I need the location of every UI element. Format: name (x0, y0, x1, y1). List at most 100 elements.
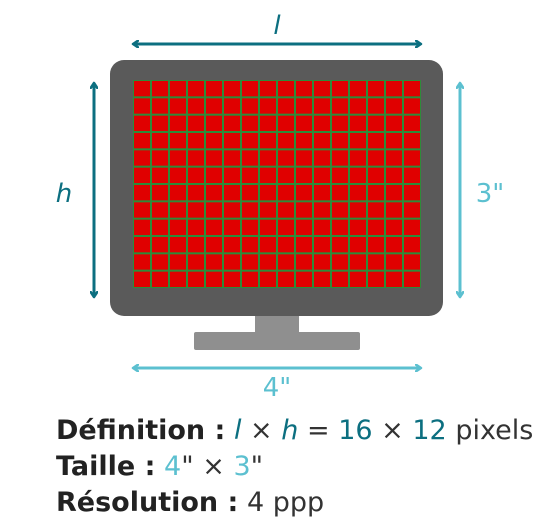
pixel-cell (278, 115, 294, 131)
pixel-cell (350, 271, 366, 287)
definition-line: Définition : l × h = 16 × 12 pixels (56, 414, 536, 448)
pixel-cell (368, 115, 384, 131)
pixel-cell (278, 185, 294, 201)
pixel-cell (152, 167, 168, 183)
pixel-cell (332, 81, 348, 97)
pixel-cell (188, 150, 204, 166)
pixel-cell (314, 167, 330, 183)
pixel-cell (278, 81, 294, 97)
size-label: Taille : (56, 451, 156, 482)
size-line: Taille : 4" × 3" (56, 450, 536, 484)
pixel-cell (386, 133, 402, 149)
pixel-cell (188, 167, 204, 183)
pixel-cell (386, 81, 402, 97)
definition-h: h (281, 415, 299, 446)
pixel-cell (188, 133, 204, 149)
pixel-cell (386, 202, 402, 218)
pixel-cell (368, 202, 384, 218)
pixel-cell (404, 202, 420, 218)
pixel-cell (314, 133, 330, 149)
pixel-cell (188, 185, 204, 201)
pixel-cell (404, 98, 420, 114)
pixel-cell (242, 81, 258, 97)
pixel-cell (260, 133, 276, 149)
pixel-cell (314, 98, 330, 114)
pixel-cell (206, 115, 222, 131)
pixel-cell (296, 219, 312, 235)
pixel-cell (332, 115, 348, 131)
pixel-cell (170, 237, 186, 253)
pixel-cell (332, 150, 348, 166)
pixel-cell (188, 237, 204, 253)
pixel-cell (152, 185, 168, 201)
pixel-cell (242, 185, 258, 201)
pixel-cell (314, 81, 330, 97)
pixel-cell (278, 271, 294, 287)
pixel-cell (296, 98, 312, 114)
height-symbol-label: h (56, 179, 72, 209)
pixel-cell (170, 150, 186, 166)
pixel-cell (224, 167, 240, 183)
pixel-cell (134, 202, 150, 218)
pixel-cell (188, 81, 204, 97)
pixel-cell (206, 219, 222, 235)
size-width-value: 4 (164, 451, 182, 482)
pixel-cell (296, 185, 312, 201)
pixel-cell (404, 219, 420, 235)
pixel-cell (260, 185, 276, 201)
pixel-cell (404, 133, 420, 149)
pixel-cell (386, 271, 402, 287)
pixel-cell (224, 237, 240, 253)
pixel-cell (404, 185, 420, 201)
pixel-cell (260, 202, 276, 218)
pixel-cell (350, 115, 366, 131)
pixel-cell (278, 237, 294, 253)
pixel-cell (152, 115, 168, 131)
pixel-cell (152, 254, 168, 270)
pixel-cell (404, 237, 420, 253)
pixel-cell (134, 115, 150, 131)
pixel-cell (188, 271, 204, 287)
pixel-cell (242, 237, 258, 253)
pixel-cell (278, 202, 294, 218)
pixel-cell (206, 81, 222, 97)
pixel-cell (368, 219, 384, 235)
pixel-cell (206, 150, 222, 166)
pixel-cell (206, 133, 222, 149)
pixel-cell (242, 254, 258, 270)
pixel-cell (224, 133, 240, 149)
pixel-cell (350, 167, 366, 183)
pixel-cell (314, 185, 330, 201)
monitor-diagram: l h 3" 4" (56, 11, 505, 400)
pixel-cell (296, 150, 312, 166)
pixel-cell (332, 237, 348, 253)
pixel-cell (368, 271, 384, 287)
pixel-cell (260, 81, 276, 97)
pixel-cell (296, 133, 312, 149)
definition-height-value: 12 (412, 415, 447, 446)
pixel-cell (224, 185, 240, 201)
pixel-cell (260, 237, 276, 253)
pixel-cell (368, 133, 384, 149)
pixel-cell (134, 271, 150, 287)
pixel-cell (152, 81, 168, 97)
pixel-cell (170, 98, 186, 114)
pixel-cell (134, 185, 150, 201)
pixel-cell (296, 115, 312, 131)
pixel-cell (368, 81, 384, 97)
pixel-cell (332, 133, 348, 149)
pixel-cell (152, 202, 168, 218)
pixel-cell (242, 150, 258, 166)
pixel-cell (368, 167, 384, 183)
pixel-cell (242, 98, 258, 114)
pixel-cell (296, 81, 312, 97)
pixel-cell (260, 167, 276, 183)
width-inches-label: 4" (263, 373, 292, 400)
pixel-cell (404, 150, 420, 166)
pixel-cell (206, 271, 222, 287)
pixel-cell (350, 81, 366, 97)
pixel-cell (386, 150, 402, 166)
pixel-cell (170, 219, 186, 235)
pixel-cell (278, 167, 294, 183)
pixel-cell (224, 219, 240, 235)
